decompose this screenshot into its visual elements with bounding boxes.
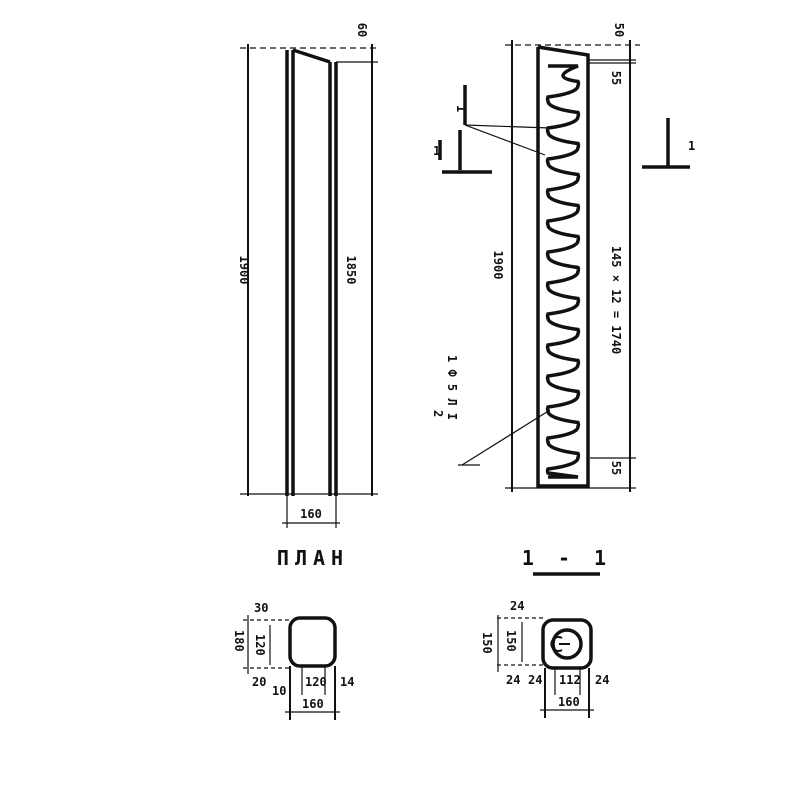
plan-view: 1900 1850 60 160 ПЛАН bbox=[237, 23, 378, 570]
cut-section-dim-1: 150 bbox=[480, 632, 494, 654]
cut-section-dim-5: 112 bbox=[559, 673, 581, 687]
cut-cross-section: 24 150 150 24 24 112 24 160 bbox=[480, 599, 609, 718]
cut-section-dim-7: 160 bbox=[558, 695, 580, 709]
plan-section-dim-4: 10 bbox=[272, 684, 286, 698]
cut-section-dim-3: 24 bbox=[506, 673, 520, 687]
cut-section-dim-2: 150 bbox=[504, 630, 518, 652]
section-title: 1 - 1 bbox=[522, 546, 612, 570]
cut-section-dim-4: 24 bbox=[528, 673, 542, 687]
bottom-pitch-label: 55 bbox=[609, 461, 623, 475]
top-pitch-label: 55 bbox=[609, 71, 623, 85]
spiral-spacing-label: 145 × 12 = 1740 bbox=[609, 246, 623, 354]
leader-top-label: 1 bbox=[454, 105, 468, 112]
plan-inner-length-label: 1850 bbox=[344, 256, 358, 285]
cut-mark-right: 1 bbox=[688, 139, 695, 153]
plan-section-dim-2: 180 bbox=[232, 630, 246, 652]
plan-section-dim-7: 160 bbox=[302, 697, 324, 711]
rebar-spec-label: 1 Ф 5 Л I bbox=[445, 355, 459, 420]
section-length-label: 1900 bbox=[491, 251, 505, 280]
plan-section-dim-3: 20 bbox=[252, 675, 266, 689]
plan-section-dim-5: 120 bbox=[305, 675, 327, 689]
plan-title: ПЛАН bbox=[277, 546, 349, 570]
plan-section-dim-0: 30 bbox=[254, 601, 268, 615]
plan-top-offset-label: 60 bbox=[355, 23, 369, 37]
cut-section-dim-0: 24 bbox=[510, 599, 524, 613]
plan-section-dim-1: 120 bbox=[253, 634, 267, 656]
plan-section-dim-6: 14 bbox=[340, 675, 354, 689]
cut-mark-left: 1 bbox=[433, 144, 440, 158]
cut-section-dim-6: 24 bbox=[595, 673, 609, 687]
rebar-position-label: 2 bbox=[431, 410, 445, 417]
plan-cross-section: 30 120 180 20 10 120 14 160 bbox=[232, 601, 354, 720]
plan-width-label: 160 bbox=[300, 507, 322, 521]
plan-length-label: 1900 bbox=[237, 256, 251, 285]
reinforcement-view: 1 1 1 2 1 Ф 5 Л I 1900 50 55 145 × 12 = … bbox=[431, 23, 695, 576]
top-offset-label: 50 bbox=[612, 23, 626, 37]
spiral-reinforcement bbox=[545, 64, 581, 479]
